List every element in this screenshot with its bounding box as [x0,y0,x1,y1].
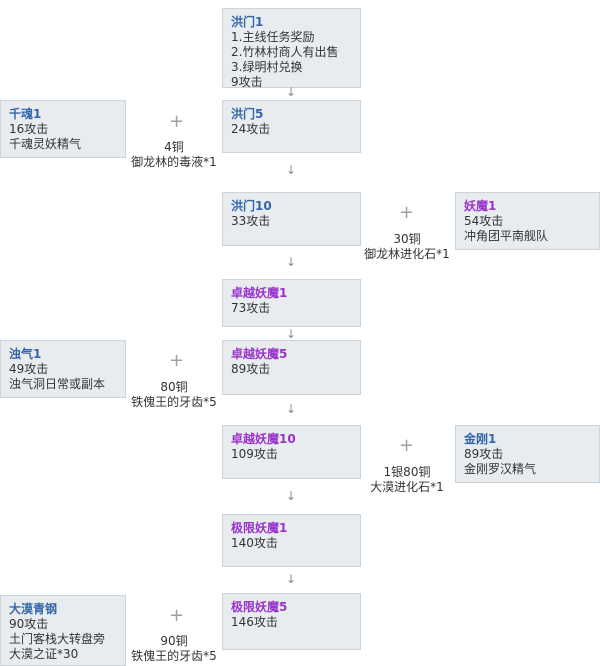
plus-icon: + [399,202,415,223]
stage-line: 千魂灵妖精气 [9,137,82,151]
stage-title: 浊气1 [9,347,42,361]
stage-title: 金刚1 [464,432,497,446]
stage-node-jixian-yaomo5: 极限妖魔5 146攻击 [222,593,361,650]
stage-line: 54攻击 [464,214,504,228]
feed-node-yaomo1: 妖魔1 54攻击 冲角团平南舰队 [455,192,600,250]
feed-node-damo-qinggang: 大漠青钢 90攻击 土门客栈大转盘旁 大漠之证*30 [0,595,126,666]
stage-title: 千魂1 [9,107,42,121]
material-label: 80铜 铁傀王的牙齿*5 [118,380,230,410]
feed-node-qianhun1: 千魂1 16攻击 千魂灵妖精气 [0,100,126,158]
stage-title: 大漠青钢 [9,602,58,616]
stage-line: 金刚罗汉精气 [464,462,537,476]
stage-line: 146攻击 [231,615,278,629]
material-item: 铁傀王的牙齿*5 [131,395,217,409]
stage-title: 妖魔1 [464,199,497,213]
stage-node-hongmen10: 洪门10 33攻击 [222,192,361,246]
stage-node-jixian-yaomo1: 极限妖魔1 140攻击 [222,514,361,567]
stage-title: 卓越妖魔10 [231,432,296,446]
stage-line: 2.竹林村商人有出售 [231,45,339,59]
stage-line: 3.绿明村兑换 [231,60,303,74]
stage-line: 33攻击 [231,214,271,228]
material-label: 1银80铜 大漠进化石*1 [351,465,463,495]
stage-line: 浊气洞日常或副本 [9,377,106,391]
stage-node-zhuoyue-yaomo1: 卓越妖魔1 73攻击 [222,279,361,327]
stage-line: 49攻击 [9,362,49,376]
stage-line: 140攻击 [231,536,278,550]
stage-line: 1.主线任务奖励 [231,30,315,44]
down-arrow-icon: ↓ [285,489,297,503]
stage-line: 89攻击 [464,447,504,461]
material-item: 御龙林的毒液*1 [131,155,217,169]
stage-line: 冲角团平南舰队 [464,229,549,243]
stage-node-hongmen5: 洪门5 24攻击 [222,100,361,153]
down-arrow-icon: ↓ [285,255,297,269]
stage-line: 24攻击 [231,122,271,136]
material-cost: 4铜 [164,140,184,154]
material-cost: 80铜 [160,380,188,394]
stage-title: 极限妖魔5 [231,600,288,614]
stage-node-zhuoyue-yaomo5: 卓越妖魔5 89攻击 [222,340,361,395]
stage-line: 9攻击 [231,75,263,89]
down-arrow-icon: ↓ [285,327,297,341]
material-label: 4铜 御龙林的毒液*1 [118,140,230,170]
feed-node-jingang1: 金刚1 89攻击 金刚罗汉精气 [455,425,600,483]
stage-title: 卓越妖魔1 [231,286,288,300]
material-cost: 90铜 [160,634,188,648]
stage-line: 89攻击 [231,362,271,376]
stage-line: 109攻击 [231,447,278,461]
down-arrow-icon: ↓ [285,85,297,99]
stage-line: 90攻击 [9,617,49,631]
plus-icon: + [169,350,185,371]
stage-title: 卓越妖魔5 [231,347,288,361]
stage-node-hongmen1: 洪门1 1.主线任务奖励 2.竹林村商人有出售 3.绿明村兑换 9攻击 [222,8,361,89]
material-cost: 30铜 [393,232,421,246]
material-label: 90铜 铁傀王的牙齿*5 [118,634,230,664]
material-label: 30铜 御龙林进化石*1 [351,232,463,262]
stage-node-zhuoyue-yaomo10: 卓越妖魔10 109攻击 [222,425,361,479]
material-item: 御龙林进化石*1 [364,247,450,261]
stage-title: 洪门1 [231,15,264,29]
stage-line: 16攻击 [9,122,49,136]
material-item: 大漠进化石*1 [370,480,444,494]
down-arrow-icon: ↓ [285,402,297,416]
feed-node-zhuoqi1: 浊气1 49攻击 浊气洞日常或副本 [0,340,126,398]
material-item: 铁傀王的牙齿*5 [131,649,217,663]
down-arrow-icon: ↓ [285,163,297,177]
material-cost: 1银80铜 [383,465,431,479]
down-arrow-icon: ↓ [285,572,297,586]
stage-title: 极限妖魔1 [231,521,288,535]
plus-icon: + [169,605,185,626]
stage-line: 73攻击 [231,301,271,315]
plus-icon: + [399,435,415,456]
stage-line: 土门客栈大转盘旁 [9,632,106,646]
stage-title: 洪门5 [231,107,264,121]
stage-line: 大漠之证*30 [9,647,79,661]
stage-title: 洪门10 [231,199,272,213]
plus-icon: + [169,111,185,132]
